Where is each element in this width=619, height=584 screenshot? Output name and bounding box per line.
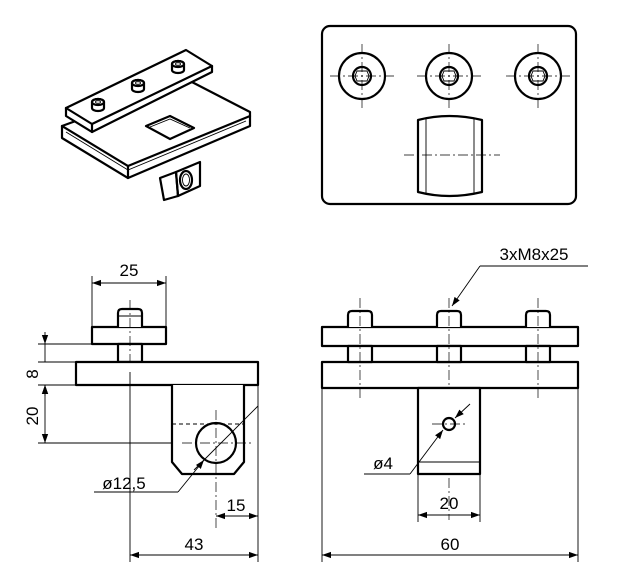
- front-view: [320, 298, 580, 520]
- socket-screw-icon: [330, 44, 394, 108]
- dimension-lines: [38, 265, 588, 562]
- dim-bore-offset: 15: [227, 496, 246, 515]
- dim-top-width: 25: [120, 261, 139, 280]
- dim-leg-height: 20: [23, 407, 42, 426]
- bolt-1: [346, 298, 374, 398]
- dim-thread-callout: 3xM8x25: [500, 245, 569, 264]
- dim-overall-depth: 43: [185, 535, 204, 554]
- side-view: [74, 300, 260, 530]
- isometric-view: [60, 48, 252, 202]
- bolt-head-icon: [170, 59, 186, 75]
- bolt-3: [524, 298, 552, 398]
- dim-plate-thickness: 8: [23, 369, 42, 378]
- dim-overall-width: 60: [441, 535, 460, 554]
- socket-screw-icon: [506, 44, 570, 108]
- dim-hole-diameter: ø4: [373, 454, 393, 473]
- top-view: [320, 24, 578, 206]
- dim-bore-diameter: ø12,5: [102, 474, 145, 493]
- bolt-head-icon: [90, 97, 106, 113]
- socket-screw-icon: [417, 44, 481, 108]
- dim-leg-width: 20: [440, 494, 459, 513]
- leg-top: [404, 114, 500, 198]
- bolt-head-icon: [130, 78, 146, 94]
